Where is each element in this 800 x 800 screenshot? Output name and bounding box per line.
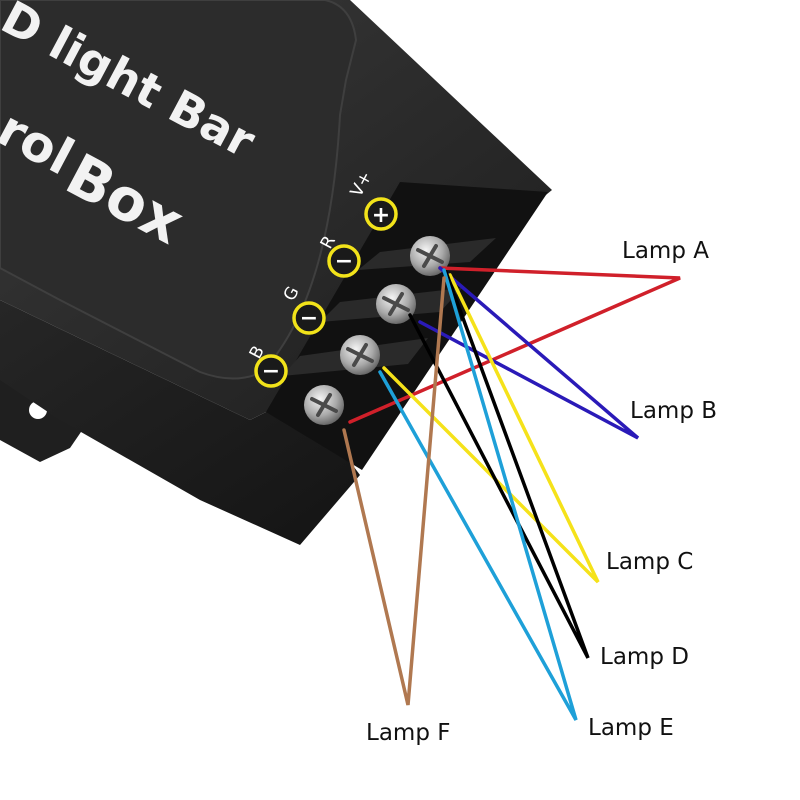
svg-text:−: −: [262, 359, 280, 384]
wire-lamp-f: [342, 276, 446, 706]
lamp-c-label: Lamp C: [606, 549, 693, 575]
wire-lamp-a: [348, 266, 681, 424]
svg-text:−: −: [335, 249, 353, 274]
plus-symbol-icon: +: [364, 197, 398, 231]
screw-r[interactable]: [376, 284, 416, 324]
box-side-face: [0, 300, 360, 545]
lamp-b-label: Lamp B: [630, 398, 717, 424]
terminal-block: [266, 182, 548, 470]
wire-lamp-c: [382, 273, 600, 584]
screw-g[interactable]: [340, 335, 380, 375]
lamp-e-label: Lamp E: [588, 715, 674, 741]
wire-lamp-d: [408, 270, 590, 659]
minus-symbol-icon: −: [292, 301, 326, 335]
control-box: D light Bar rol Box: [0, 0, 552, 545]
svg-text:−: −: [300, 306, 318, 331]
lamp-a-label: Lamp A: [622, 238, 709, 264]
screw-b[interactable]: [304, 385, 344, 425]
minus-symbol-icon: −: [327, 244, 361, 278]
wire-lamp-e: [378, 268, 578, 721]
lamp-f-label: Lamp F: [366, 720, 450, 746]
lamp-d-label: Lamp D: [600, 644, 689, 670]
minus-symbol-icon: −: [254, 354, 288, 388]
label-panel: [0, 0, 358, 380]
svg-text:+: +: [372, 203, 390, 228]
screw-v-plus[interactable]: [410, 236, 450, 276]
wires: [342, 266, 681, 721]
